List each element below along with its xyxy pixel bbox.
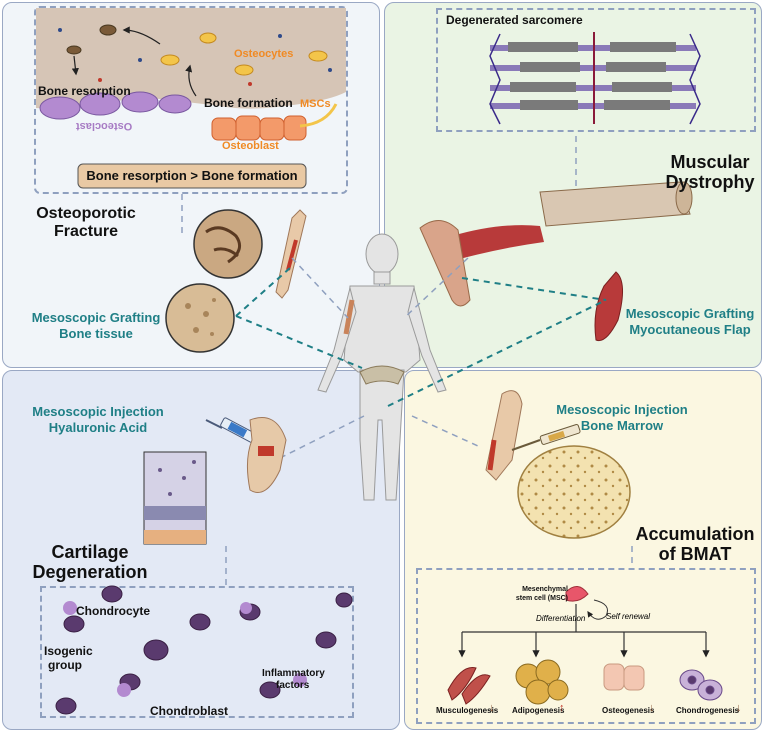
self-renewal-label: Self renewal	[606, 612, 651, 621]
osteoporotic-fracture-title-2: Fracture	[53, 223, 119, 240]
osteocyte-cells	[66, 24, 328, 76]
osteoclast-label: Osteoclast	[76, 120, 133, 132]
treatment-connectors	[235, 267, 607, 407]
bone-graft-treatment-2: Bone tissue	[59, 326, 133, 341]
muscular-dystrophy-title-1: Muscular	[670, 152, 750, 172]
msc-label-2: stem cell (MSC)	[515, 595, 568, 602]
hyaluronic-treatment-2: Hyaluronic Acid	[48, 420, 148, 435]
sarcomere-label: Degenerated sarcomere	[446, 13, 583, 27]
bone-formation-label: Bone formation	[204, 96, 293, 110]
osteocytes-label: Osteocytes	[234, 48, 294, 60]
musculogenesis-label: Musculogenesis	[436, 706, 499, 715]
pelvis	[359, 365, 405, 385]
bmat-title-2: of BMAT	[658, 544, 732, 564]
adipogenesis-trend: ↑	[559, 702, 565, 714]
osteoporotic-fracture-title-1: Osteoporotic	[36, 205, 136, 222]
msc-cell	[565, 586, 589, 602]
adipogenesis-label: Adipogenesis	[512, 706, 565, 715]
msc-label-1: Mesenchymal	[522, 586, 568, 593]
flap-treatment-1: Mesoscopic Grafting	[625, 306, 755, 321]
cartilage-degeneration-title-2: Degeneration	[32, 562, 148, 582]
marrow-treatment-2: Bone Marrow	[580, 418, 664, 433]
differentiation-arrow	[122, 26, 161, 45]
chondroblast-label: Chondroblast	[150, 704, 228, 718]
isogenic-group-label-1: Isogenic	[44, 644, 93, 658]
osteoblast-label: Osteoblast	[222, 140, 279, 152]
flap-treatment-2: Myocutaneous Flap	[629, 322, 751, 337]
osteoclast-cells	[39, 91, 192, 120]
musculogenesis-trend: ↓	[489, 702, 495, 714]
inflammatory-label-1: Inflammatory	[262, 668, 325, 679]
chondrogenesis-cells	[679, 669, 723, 701]
cartilage-panel	[2, 370, 400, 730]
musculogenesis-cells	[447, 666, 491, 705]
cartilage-section	[143, 451, 207, 545]
osteoblast-cells	[211, 115, 307, 141]
human-body	[317, 233, 447, 501]
isogenic-group-label-2: group	[48, 658, 82, 672]
adipogenesis-cells	[515, 659, 569, 705]
chondrocyte-label: Chondrocyte	[76, 604, 151, 618]
sarcomere-box	[436, 8, 756, 132]
long-bone	[485, 390, 523, 481]
cartilage-cells	[55, 585, 353, 715]
myocutaneous-flap	[594, 271, 623, 342]
chondrogenesis-label: Chondrogenesis	[676, 706, 740, 715]
formation-arrow	[185, 64, 197, 97]
resorption-arrow	[71, 55, 79, 76]
osteogenesis-cells	[603, 663, 645, 691]
marrow-adipocytes	[517, 445, 631, 539]
bone-graft-treatment-1: Mesoscopic Grafting	[31, 310, 161, 325]
hyaluronic-treatment-1: Mesoscopic Injection	[32, 404, 164, 419]
osteogenesis-label: Osteogenesis	[602, 706, 655, 715]
sarcomere-diagram	[489, 32, 701, 125]
trabecular-bone-zoom	[165, 283, 235, 353]
imbalance-banner-bg	[77, 163, 307, 189]
cortical-bone-zoom	[193, 209, 263, 279]
chondrocytes	[63, 601, 307, 697]
region-connectors	[181, 132, 633, 586]
bone-resorption-label: Bone resorption	[38, 84, 131, 98]
osteogenesis-trend: ↓	[649, 702, 655, 714]
differentiation-label: Differentiation	[536, 614, 586, 623]
self-renewal-arrow	[587, 599, 608, 620]
shoulder-arm	[419, 220, 471, 307]
cartilage-cell-box	[40, 586, 354, 718]
cartilage-degeneration-title-1: Cartilage	[51, 542, 129, 562]
bone-remodeling-box	[34, 6, 348, 194]
msc-cells-stream	[299, 103, 338, 128]
syringe-marrow	[511, 424, 581, 451]
arm-lesion	[343, 299, 355, 335]
differentiation-box	[416, 568, 756, 724]
mscs-label: MSCs	[300, 98, 331, 110]
chondrogenesis-trend: ↓	[736, 702, 742, 714]
bmat-title-1: Accumulation	[635, 524, 755, 544]
differentiation-tree	[458, 604, 710, 658]
muscle-fiber-bundle	[452, 181, 693, 260]
imbalance-banner: Bone resorption > Bone formation	[86, 168, 298, 183]
muscular-dystrophy-title-2: Dystrophy	[665, 172, 755, 192]
marrow-treatment-1: Mesoscopic Injection	[556, 402, 688, 417]
inflammatory-label-2: factors	[276, 680, 310, 691]
